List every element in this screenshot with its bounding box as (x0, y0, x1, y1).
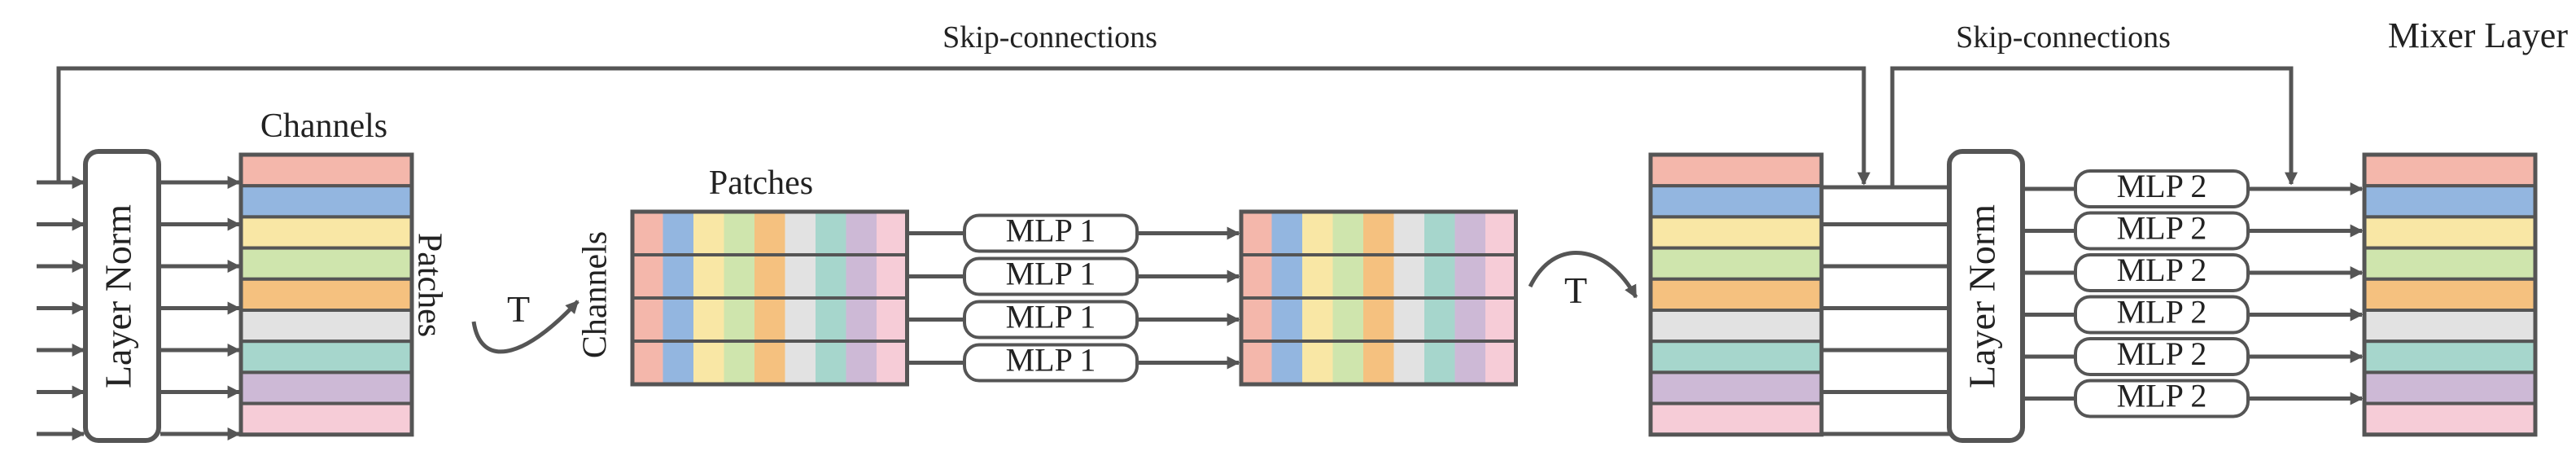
matrix-d-row-2 (1649, 184, 1823, 219)
layer-norm-block-2: Layer Norm (1947, 149, 2025, 443)
matrix-input-channels (238, 152, 414, 437)
matrix-d-row-1 (1649, 153, 1823, 188)
skip-connections-label-1: Skip-connections (942, 20, 1157, 55)
mlp2-label-6: MLP 2 (2117, 378, 2207, 414)
matrix-d-border (1648, 152, 1824, 437)
matrix-token-mixed (1239, 209, 1518, 387)
matrix-a-row-4 (239, 246, 413, 281)
layer-norm-block-1: Layer Norm (83, 149, 161, 443)
channel-mixing-mlp-group: MLP 2 MLP 2 MLP 2 MLP 2 MLP 2 MLP 2 (2024, 168, 2364, 418)
mlp2-label-2: MLP 2 (2117, 210, 2207, 247)
matrix-e-row-2 (2363, 184, 2537, 219)
layer-norm-label-2: Layer Norm (1962, 204, 2003, 388)
matrix-a-row-3 (239, 215, 413, 250)
transpose-label-1: T (507, 288, 530, 330)
mlp2-label-1: MLP 2 (2117, 168, 2207, 204)
matrix-d-row-9 (1649, 401, 1823, 436)
matrix-b-border (630, 209, 909, 387)
matrix-d-row-3 (1649, 215, 1823, 250)
matrix-a-row-8 (239, 370, 413, 405)
matrix-d-row-8 (1649, 370, 1823, 405)
matrix-d-row-6 (1649, 309, 1823, 344)
matrix-c-border (1239, 209, 1518, 387)
transpose-label-2: T (1564, 269, 1587, 311)
transpose-2-arrow (1528, 251, 1638, 299)
mlp1-label-2: MLP 1 (1006, 256, 1096, 292)
matrix-e-row-6 (2363, 309, 2537, 344)
matrix-after-transpose (1648, 152, 1824, 437)
matrix-d-row-5 (1649, 277, 1823, 312)
mixer-layer-title: Mixer Layer (2388, 15, 2568, 55)
token-mixing-mlp-group: MLP 1 MLP 1 MLP 1 MLP 1 (908, 212, 1240, 383)
mlp1-label-1: MLP 1 (1006, 212, 1096, 249)
layer-norm-label-1: Layer Norm (98, 204, 139, 388)
matrix-a-row-1 (239, 153, 413, 188)
skip-connection-2-line (1890, 66, 2298, 187)
matrix-e-row-3 (2363, 215, 2537, 250)
matrix-a-row-7 (239, 340, 413, 375)
matrix-transposed-patches (630, 209, 909, 387)
matrix-a-row-9 (239, 401, 413, 436)
matrix-a-row-6 (239, 309, 413, 344)
patches-label-top: Patches (709, 164, 813, 202)
matrix-e-row-7 (2363, 340, 2537, 375)
transpose-1-arrow (471, 300, 579, 354)
matrix-d-row-4 (1649, 246, 1823, 281)
matrix-a-border (238, 152, 414, 437)
matrix-e-border (2362, 152, 2538, 437)
skip-connections-label-2: Skip-connections (1956, 20, 2171, 55)
channels-label-left: Channels (577, 231, 614, 358)
mlp1-label-4: MLP 1 (1006, 342, 1096, 379)
mlp2-label-4: MLP 2 (2117, 294, 2207, 331)
patches-label-right: Patches (410, 233, 448, 337)
matrix-d-row-7 (1649, 340, 1823, 375)
mlp2-label-3: MLP 2 (2117, 252, 2207, 288)
matrix-e-row-9 (2363, 401, 2537, 436)
layer-norm-1-output-arrows (160, 175, 241, 441)
matrix-e-row-4 (2363, 246, 2537, 281)
mlp1-label-3: MLP 1 (1006, 299, 1096, 335)
matrix-e-row-1 (2363, 153, 2537, 188)
matrix-a-row-2 (239, 184, 413, 219)
matrix-e-row-5 (2363, 277, 2537, 312)
channels-label-top: Channels (260, 107, 387, 145)
matrix-e-row-8 (2363, 370, 2537, 405)
input-arrows (37, 175, 85, 441)
layer-norm-2-input-lines (1822, 222, 1949, 436)
matrix-a-row-5 (239, 277, 413, 312)
mlp2-label-5: MLP 2 (2117, 335, 2207, 372)
matrix-output (2362, 152, 2538, 437)
